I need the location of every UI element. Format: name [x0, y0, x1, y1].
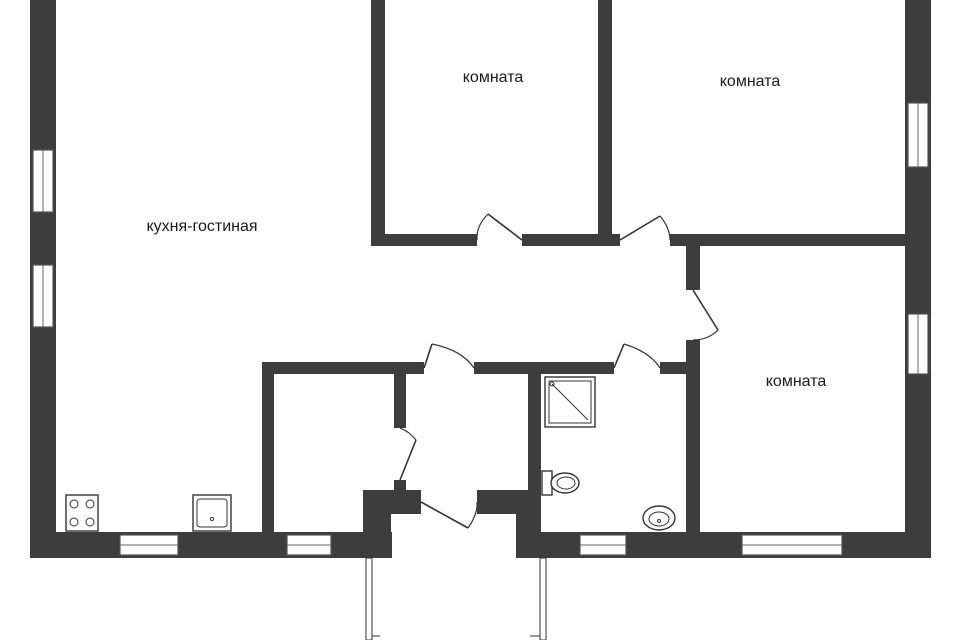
window-left-upper — [32, 149, 54, 213]
window-right-upper — [907, 102, 929, 168]
kitchen-sink-icon — [192, 494, 232, 532]
room-label-kitchen-living: кухня-гостиная — [146, 218, 257, 235]
door-hall-top — [423, 343, 475, 369]
windows — [32, 102, 929, 556]
door-entrance — [420, 501, 478, 529]
washbasin-icon — [642, 505, 676, 531]
stove-icon — [65, 494, 99, 532]
shower-icon — [544, 376, 596, 428]
door-storage — [399, 427, 417, 481]
window-bottom-storage — [286, 534, 332, 556]
room-label-top-middle: комната — [463, 69, 524, 86]
door-top-right-room — [619, 215, 671, 241]
doors — [399, 213, 719, 529]
window-bottom-room-right — [741, 534, 843, 556]
door-top-middle-room — [476, 213, 523, 241]
room-label-right: комната — [766, 373, 827, 390]
porch-railings — [365, 557, 547, 640]
interior-walls — [262, 0, 910, 558]
window-bottom-kitchen — [119, 534, 179, 556]
door-bathroom — [613, 343, 661, 369]
window-right-lower — [907, 313, 929, 375]
toilet-icon — [541, 470, 580, 496]
door-right-room — [692, 289, 719, 341]
window-left-lower — [32, 264, 54, 328]
window-bottom-bathroom — [579, 534, 627, 556]
room-label-top-right: комната — [720, 73, 781, 90]
